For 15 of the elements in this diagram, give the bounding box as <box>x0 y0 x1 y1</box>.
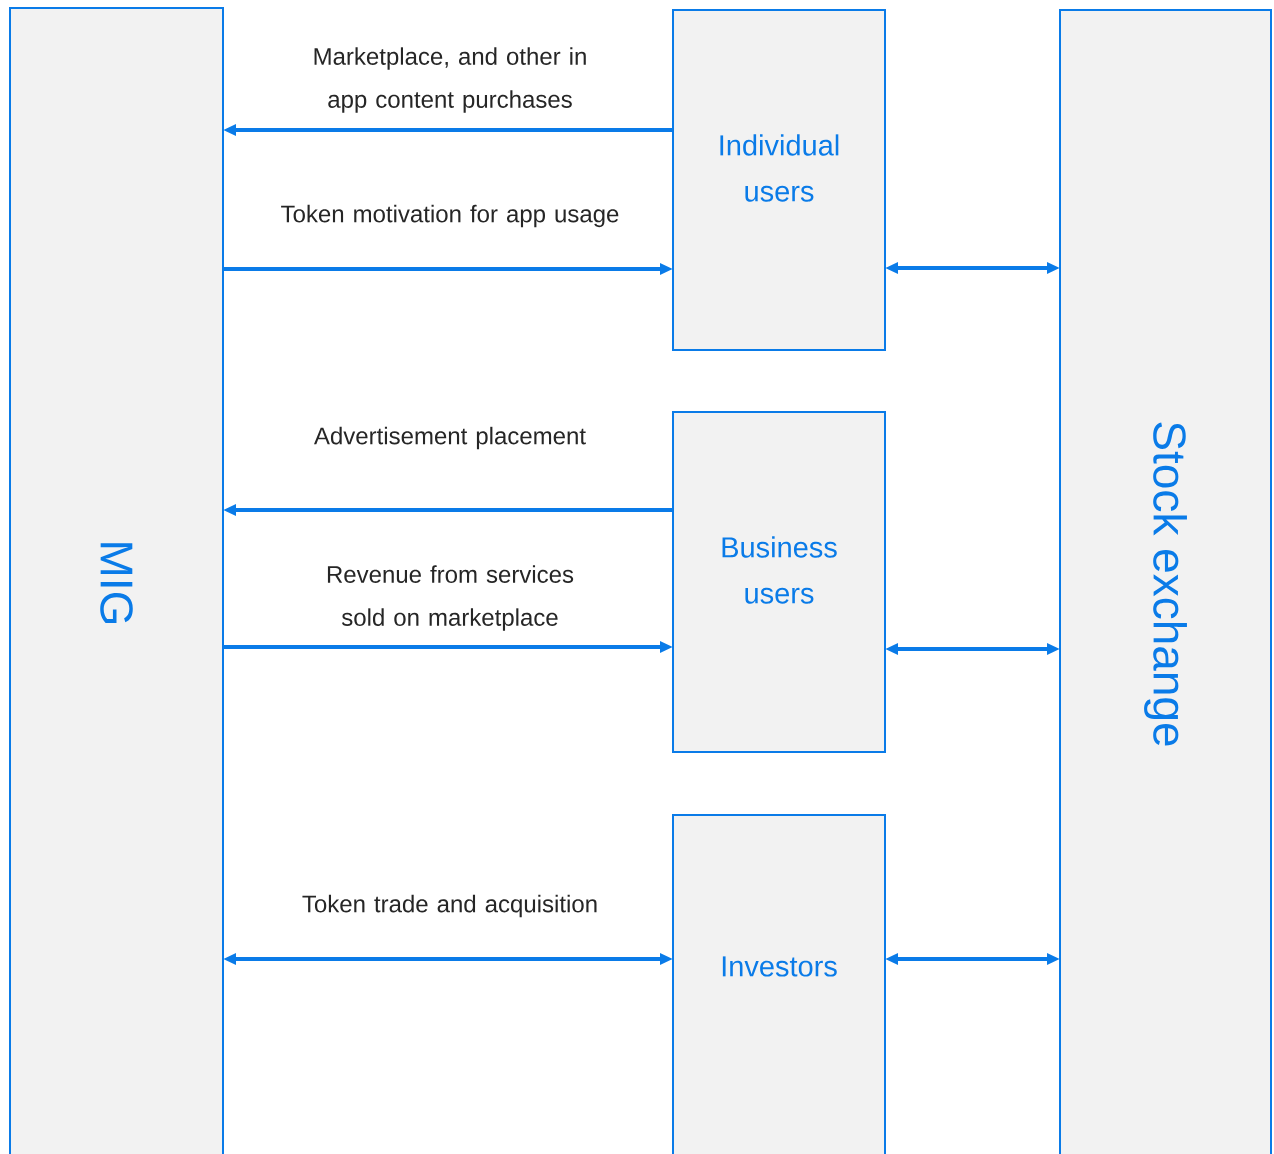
entity-box <box>672 411 886 753</box>
edge-label: Token trade and acquisition <box>302 894 597 918</box>
entity-box <box>9 7 224 1154</box>
box-label: MIG <box>100 543 133 623</box>
box-label: Stock exchange <box>1144 422 1187 746</box>
edge-label: Advertisement placement <box>314 426 586 450</box>
entity-box <box>672 9 886 351</box>
box-label: Investors <box>722 956 837 977</box>
edge-label: Token motivation for app usage <box>281 204 619 228</box>
box-label: Business users <box>722 536 837 604</box>
edge-label: Revenue from services sold on marketplace <box>327 565 574 631</box>
entity-box <box>1059 9 1272 1154</box>
box-label: Individual users <box>720 134 839 202</box>
entity-box <box>672 814 886 1154</box>
edge-label: Marketplace, and other in app content purchases <box>314 47 586 113</box>
